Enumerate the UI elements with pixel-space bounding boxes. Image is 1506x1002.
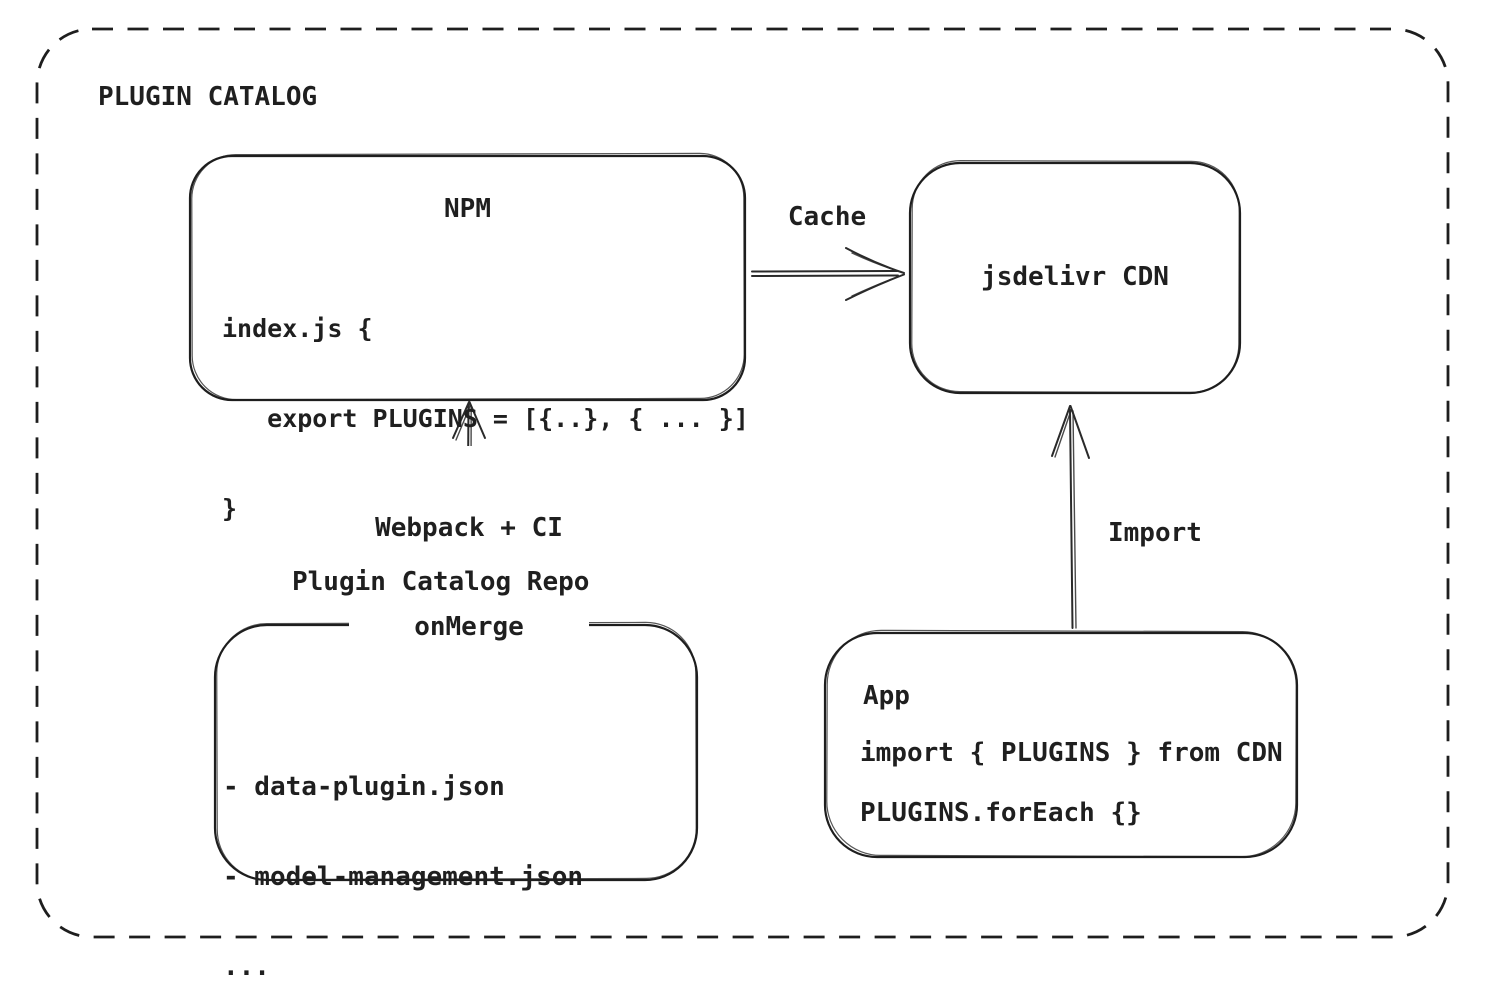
- cdn-box: [908, 160, 1242, 395]
- cdn-label: jsdelivr CDN: [981, 262, 1169, 292]
- npm-code-line: index.js {: [222, 314, 373, 343]
- app-code-line: import { PLUGINS } from CDN: [860, 738, 1283, 768]
- app-title: App: [863, 681, 910, 711]
- cache-arrow: [751, 247, 905, 301]
- app-code-line: PLUGINS.forEach {}: [860, 798, 1142, 828]
- repo-file-list: - data-plugin.json - model-management.js…: [223, 712, 583, 1002]
- npm-title: NPM: [444, 194, 491, 224]
- repo-file-item: - model-management.json: [223, 862, 584, 892]
- npm-box: [188, 152, 747, 402]
- diagram-title: PLUGIN CATALOG: [98, 82, 318, 112]
- import-edge-label: Import: [1108, 518, 1202, 548]
- build-edge-label-line2: onMerge: [414, 612, 524, 642]
- build-edge-label: Webpack + CI onMerge: [349, 446, 589, 710]
- repo-label: Plugin Catalog Repo: [292, 567, 590, 597]
- catalog-boundary: [35, 27, 1450, 939]
- build-edge-label-line1: Webpack + CI: [375, 513, 563, 543]
- repo-file-item: ...: [223, 952, 270, 982]
- npm-code: index.js { export PLUGINS = [{..}, { ...…: [222, 254, 749, 584]
- app-box: [823, 629, 1299, 859]
- import-arrow: [1051, 405, 1090, 629]
- npm-code-line: }: [222, 494, 238, 523]
- cache-edge-label: Cache: [787, 202, 867, 232]
- npm-code-line: export PLUGINS = [{..}, { ... }]: [222, 404, 749, 433]
- repo-file-item: - data-plugin.json: [223, 772, 505, 802]
